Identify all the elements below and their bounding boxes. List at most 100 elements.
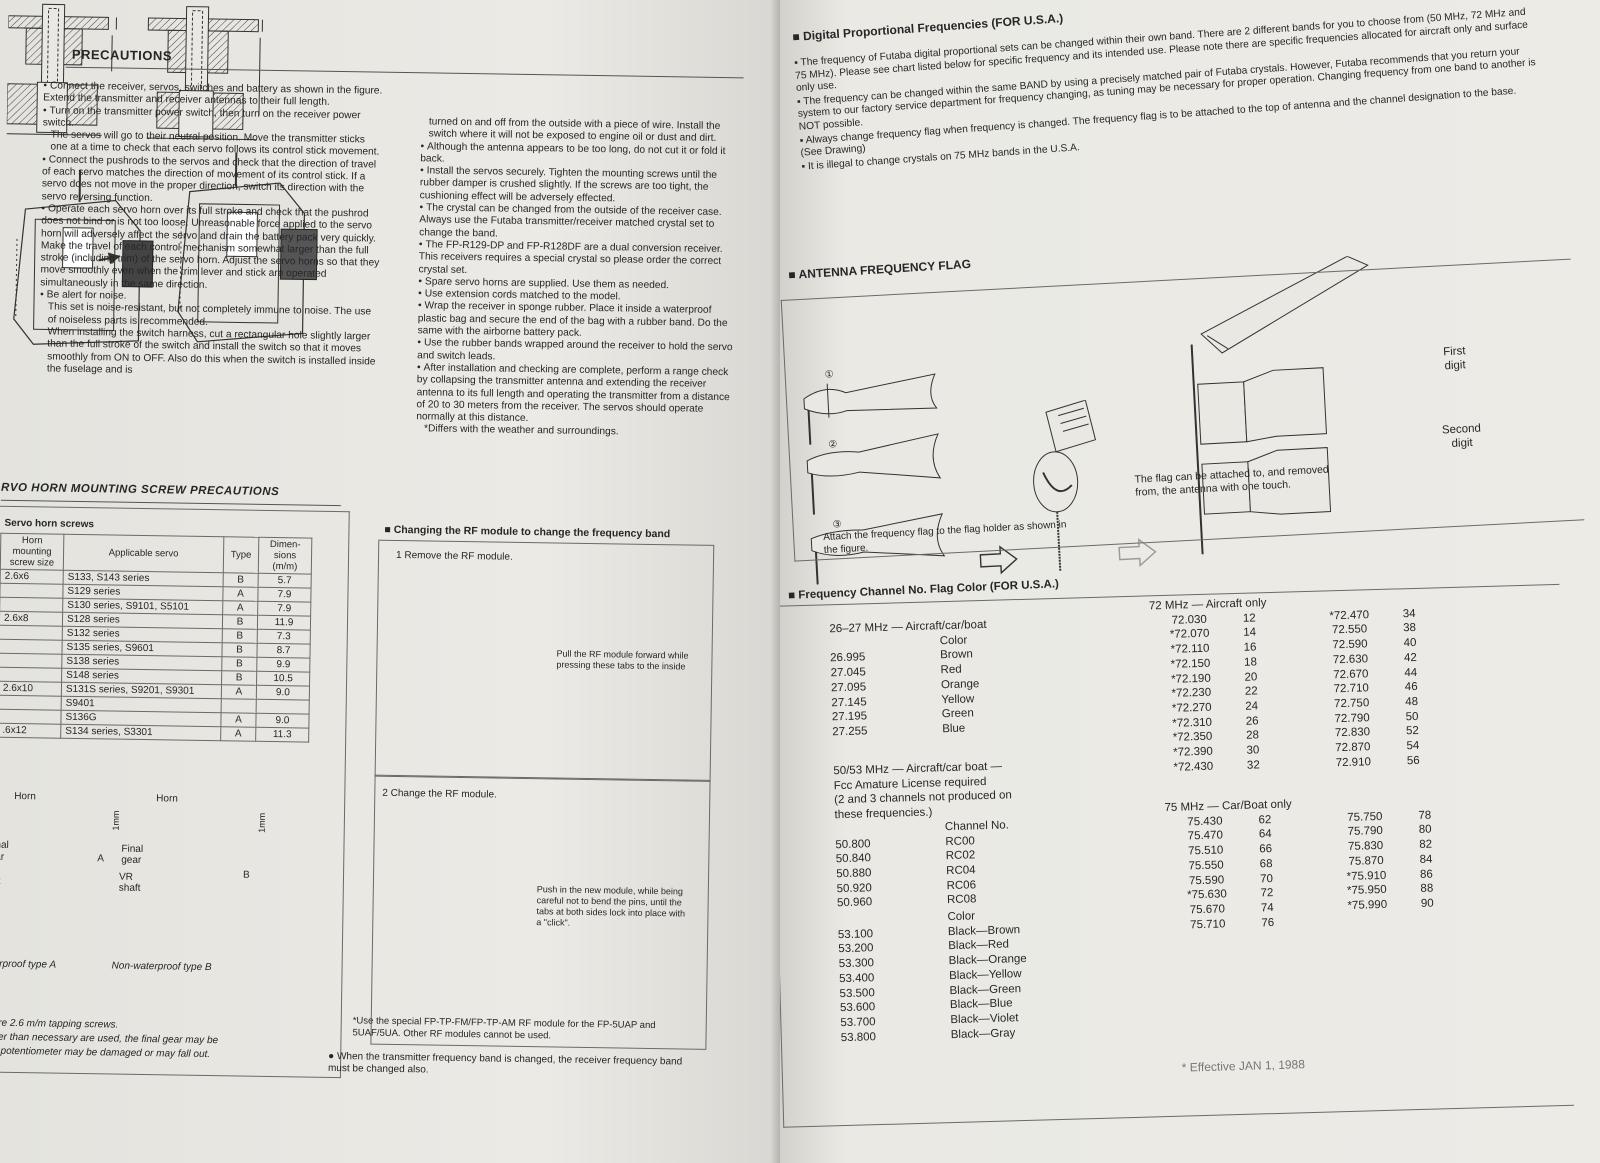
servo-cell-size: 2.6x6 xyxy=(0,569,64,585)
servo-cell-type: A xyxy=(221,684,257,700)
channel-number: 50 xyxy=(1405,710,1419,723)
channel-number: 48 xyxy=(1405,695,1419,709)
servo-header-type: Type xyxy=(223,536,259,574)
spacer xyxy=(1270,654,1310,670)
right-page: ■ Digital Proportional Frequencies (FOR … xyxy=(780,0,1600,1163)
band-50-block: 50/53 MHz — Aircraft/car boat —Fcc Amatu… xyxy=(833,758,1071,1046)
servo-cell-servo: S134 series, S3301 xyxy=(60,724,221,741)
servo-table: Horn mounting screw size Applicable serv… xyxy=(0,533,312,743)
servo-cell-type xyxy=(221,698,257,714)
mm-label-b: 1mm xyxy=(256,812,268,833)
servo-table-wrap: Servo horn screws Horn mounting screw si… xyxy=(0,518,346,743)
channel-number: 42 xyxy=(1403,651,1417,665)
horn-caption-a: erproof type A xyxy=(0,958,57,971)
rf-section-title-text: Changing the RF module to change the fre… xyxy=(393,523,671,541)
precaution-paragraph: The FP-R129-DP and FP-R128DF are a dual … xyxy=(418,239,741,281)
frequency-value: 50.960 xyxy=(836,896,873,910)
frequency-value xyxy=(1328,912,1408,929)
channel-number: 68 xyxy=(1259,857,1273,871)
servo-cell-dim: 7.9 xyxy=(257,601,311,617)
servo-cell-size xyxy=(0,667,62,683)
spacer xyxy=(1269,610,1309,626)
servo-cell-size: 2.6x10 xyxy=(0,681,62,697)
precaution-paragraph: Install the servos securely. Tighten the… xyxy=(420,165,743,207)
servo-cell-dim: 9.0 xyxy=(255,713,310,729)
band-50-heading: 50/53 MHz — Aircraft/car boat —Fcc Amatu… xyxy=(833,758,1065,823)
precaution-paragraph: The crystal can be changed from the outs… xyxy=(419,202,742,244)
frequency-value: 75.710 xyxy=(1190,917,1226,931)
frequency-value: 27.255 xyxy=(832,725,868,739)
spacer xyxy=(1285,811,1325,827)
rf-step-1-label: 1 Remove the RF module. xyxy=(395,549,513,563)
flag-step-marker-1: ① xyxy=(824,369,834,381)
antenna-flag-drawing xyxy=(1190,255,1369,555)
precaution-paragraph: After installation and checking are comp… xyxy=(416,362,739,429)
final-gear-label: Final gear xyxy=(121,843,144,866)
channel-number: 78 xyxy=(1418,809,1432,822)
precaution-paragraph: Wrap the receiver in sponge rubber. Plac… xyxy=(417,301,740,343)
servo-cell-size xyxy=(0,709,62,725)
mm-label-a: 1mm xyxy=(110,810,122,831)
channel-number: 52 xyxy=(1405,725,1420,738)
flag-step-1 xyxy=(803,373,938,445)
channel-number: 82 xyxy=(1419,838,1433,852)
channel-number: 46 xyxy=(1404,681,1418,694)
servo-cell-dim: 9.9 xyxy=(256,657,310,673)
servo-cell-size xyxy=(0,583,64,599)
flag-holder-drawing xyxy=(1033,399,1096,572)
channel-number: 90 xyxy=(1420,897,1434,910)
spacer xyxy=(1271,668,1311,684)
channel-number: 74 xyxy=(1260,901,1274,915)
flag-steps-drawing xyxy=(803,373,946,585)
band-27-block: 26–27 MHz — Aircraft/car/boat Color 26.9… xyxy=(829,616,1062,740)
servo-cell-type: B xyxy=(223,572,259,588)
spacer xyxy=(1269,624,1309,640)
servo-cell-dim: 7.3 xyxy=(257,629,311,645)
precaution-paragraph: Connect the pushrods to the servos and c… xyxy=(42,154,383,209)
channel-number: RC08 xyxy=(946,893,977,907)
channel-number: 20 xyxy=(1244,670,1258,684)
spacer xyxy=(1272,727,1312,743)
channel-number: 12 xyxy=(1242,612,1256,625)
rf-step-1-note: Pull the RF module forward while pressin… xyxy=(556,648,689,672)
spacer xyxy=(1287,899,1327,915)
horn-label-a: Horn xyxy=(14,790,37,803)
channel-number: 28 xyxy=(1245,729,1260,743)
channel-number: 84 xyxy=(1419,853,1433,866)
horn-caption-b: Non-waterproof type B xyxy=(111,960,212,974)
partial-label-ar: ar xyxy=(0,851,5,863)
flag-step-marker-3: ③ xyxy=(832,519,842,531)
spacer xyxy=(1270,639,1310,655)
servo-cell-type: A xyxy=(220,726,256,742)
channel-number: 54 xyxy=(1406,739,1420,753)
channel-number: 34 xyxy=(1402,607,1416,620)
rf-step-2-note: Push in the new module, while being care… xyxy=(536,884,686,928)
precautions-column-1: Connect the receiver, servos, switches a… xyxy=(39,80,384,380)
channel-number: 38 xyxy=(1403,622,1417,635)
servo-cell-type: A xyxy=(222,586,259,602)
arrow-right-outline-icon xyxy=(1118,538,1157,568)
servo-cell-size xyxy=(0,695,62,711)
precautions-column-2: turned on and off from the outside with … xyxy=(416,116,743,441)
servo-cell-type: B xyxy=(221,670,257,686)
rf-bullet: ● When the transmitter frequency band is… xyxy=(327,1050,683,1076)
dpf-block: ■ Digital Proportional Frequencies (FOR … xyxy=(792,0,1560,175)
servo-cell-size: 2.6x8 xyxy=(0,611,63,627)
horn-label-b: Horn xyxy=(156,793,178,805)
servo-cell-dim: 8.7 xyxy=(256,643,311,659)
channel-number: 72 xyxy=(1260,887,1274,900)
servo-cell-type: B xyxy=(222,614,258,630)
servo-cell-dim: 11.3 xyxy=(255,727,309,743)
servo-cell-type: B xyxy=(221,656,257,672)
dim-label-a: A xyxy=(97,853,105,865)
servo-cell-type: B xyxy=(221,642,258,658)
frequency-value: 53.800 xyxy=(840,1030,877,1044)
channel-number: 56 xyxy=(1406,754,1420,767)
servo-cell-dim: 9.0 xyxy=(256,685,310,701)
flag-diagram: ① ② ③ xyxy=(780,244,1600,585)
dim-label-b: B xyxy=(242,869,250,881)
servo-header-servo: Applicable servo xyxy=(63,534,224,573)
